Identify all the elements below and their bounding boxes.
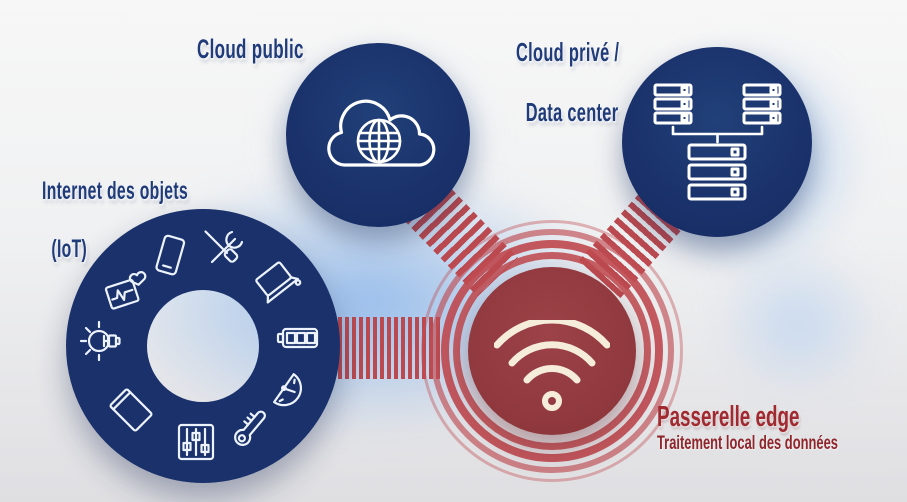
edge-ring-2 [441,240,663,462]
heart-monitor-icon [99,266,153,320]
edge-ring-3 [430,229,674,473]
battery-icon [273,311,327,365]
tablet-icon [104,383,158,437]
tools-icon [196,224,250,278]
iot-label-line1: Internet des objets [42,177,189,205]
smartphone-icon [143,229,197,283]
server-rack-icon [650,83,785,208]
cloud-public-label: Cloud public [197,34,304,64]
cloud-prive-label-line1: Cloud privé / [516,37,620,67]
edge-gateway-subtitle: Traitement local des données [657,433,838,454]
cloud-prive-label: Cloud privé / Data center [516,37,619,127]
edge-gateway-title: Passerelle edge [657,401,800,433]
edge-ring-outer [421,220,683,482]
iot-label: Internet des objets (IoT) [42,177,188,264]
thermometer-icon [221,404,275,458]
cloud-prive-label-line2: Data center [525,97,619,127]
iot-label-line2: (IoT) [51,235,88,263]
gauge-icon [261,364,315,418]
laptop-icon [249,255,303,309]
lightbulb-icon [79,314,133,368]
wifi-icon [494,320,610,412]
cloud-globe-icon [315,89,449,177]
sliders-icon [169,415,223,469]
background-blob [690,225,905,420]
edge-ring-1 [453,252,651,450]
